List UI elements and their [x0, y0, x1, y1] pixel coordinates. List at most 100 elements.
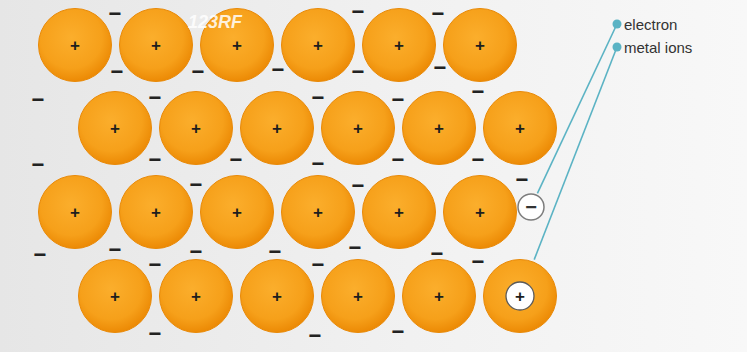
- metal-ion: +: [240, 91, 314, 165]
- metal-ion: +: [78, 91, 152, 165]
- electron-sign: −: [32, 89, 45, 111]
- metal-ion: +: [402, 259, 476, 333]
- charge-sign: +: [191, 288, 201, 305]
- electron-sign: −: [434, 57, 447, 79]
- ion-circle: [322, 92, 395, 165]
- ion-circle: [322, 260, 395, 333]
- ion-circle: [120, 176, 193, 249]
- charge-sign: +: [191, 120, 201, 137]
- ion-circle: [444, 176, 517, 249]
- charge-sign: +: [515, 120, 525, 137]
- charge-sign: +: [151, 204, 161, 221]
- ion-circle: [160, 260, 233, 333]
- metal-ion: +: [119, 8, 193, 82]
- metal-ion: +: [443, 175, 517, 249]
- electron-sign: −: [431, 243, 444, 265]
- charge-sign: +: [232, 37, 242, 54]
- electron-sign: −: [352, 175, 365, 197]
- electron-sign: −: [149, 87, 162, 109]
- electron-sign: −: [149, 254, 162, 276]
- metal-ion: +: [281, 8, 355, 82]
- charge-sign: +: [313, 37, 323, 54]
- charge-sign: −: [525, 197, 537, 217]
- charge-sign: +: [272, 288, 282, 305]
- electron-sign: −: [230, 149, 243, 171]
- electron-sign: −: [109, 3, 122, 25]
- ion-circle: [201, 176, 274, 249]
- electron-sign: −: [312, 254, 325, 276]
- ion-circle: [120, 9, 193, 82]
- electron-sign: −: [272, 59, 285, 81]
- ion-circle: [241, 260, 314, 333]
- charge-sign: +: [394, 204, 404, 221]
- metal-ion: +: [483, 91, 557, 165]
- ion-circle: [39, 9, 112, 82]
- electron-sign: −: [392, 149, 405, 171]
- electron-sign: −: [352, 1, 365, 23]
- electron-sign: −: [34, 244, 47, 266]
- charge-sign: +: [110, 288, 120, 305]
- watermark: 123RF: [188, 13, 242, 31]
- electron-sign: −: [111, 61, 124, 83]
- callout-label: electron: [624, 17, 677, 32]
- electron-sign: −: [312, 153, 325, 175]
- metal-ion: +: [240, 259, 314, 333]
- electron-sign: −: [192, 61, 205, 83]
- electron-sign: −: [109, 239, 122, 261]
- charge-sign: +: [475, 204, 485, 221]
- charge-sign: +: [110, 120, 120, 137]
- electron-sign: −: [349, 237, 362, 259]
- electron-sign: −: [190, 241, 203, 263]
- metal-ion: +: [200, 175, 274, 249]
- metal-ion: +: [443, 8, 517, 82]
- electron-sign: −: [472, 81, 485, 103]
- metal-ion-callout: +: [483, 259, 557, 333]
- metal-ion: +: [119, 175, 193, 249]
- ion-circle: [403, 92, 476, 165]
- electron-sign: −: [472, 251, 485, 273]
- callout-label: metal ions: [624, 40, 692, 55]
- ion-circle: [403, 260, 476, 333]
- metal-ion: +: [362, 175, 436, 249]
- electron-sign: −: [472, 149, 485, 171]
- metal-ion: +: [281, 175, 355, 249]
- ion-circle: [282, 176, 355, 249]
- metal-ion: +: [362, 8, 436, 82]
- charge-sign: +: [232, 204, 242, 221]
- electron-sign: −: [432, 3, 445, 25]
- charge-sign: +: [434, 288, 444, 305]
- charge-sign: +: [515, 288, 525, 305]
- ion-circle: [363, 9, 436, 82]
- electron-sign: −: [516, 169, 529, 191]
- electron-circle: [518, 194, 544, 220]
- electron-sign: −: [352, 61, 365, 83]
- ion-circle: [79, 260, 152, 333]
- metal-ion: +: [159, 91, 233, 165]
- electron-sign: −: [149, 323, 162, 345]
- charge-sign: +: [394, 37, 404, 54]
- highlight-ring: [506, 282, 534, 310]
- ion-circle: [79, 92, 152, 165]
- metal-ion: +: [402, 91, 476, 165]
- metal-ion: +: [38, 175, 112, 249]
- electron-sign: −: [392, 89, 405, 111]
- ion-circle: [363, 176, 436, 249]
- ion-circle: [484, 260, 557, 333]
- charge-sign: +: [313, 204, 323, 221]
- leader-dot: [613, 20, 622, 29]
- charge-sign: +: [70, 37, 80, 54]
- metal-ion: +: [38, 8, 112, 82]
- charge-sign: +: [353, 288, 363, 305]
- ion-circle: [160, 92, 233, 165]
- metal-ion: +: [321, 91, 395, 165]
- electron-sign: −: [149, 149, 162, 171]
- ion-circle: [39, 176, 112, 249]
- charge-sign: +: [70, 204, 80, 221]
- electron-sign: −: [269, 241, 282, 263]
- charge-sign: +: [475, 37, 485, 54]
- charge-sign: +: [272, 120, 282, 137]
- metal-ion: +: [321, 259, 395, 333]
- ion-circle: [484, 92, 557, 165]
- ion-circle: [444, 9, 517, 82]
- ion-circle: [282, 9, 355, 82]
